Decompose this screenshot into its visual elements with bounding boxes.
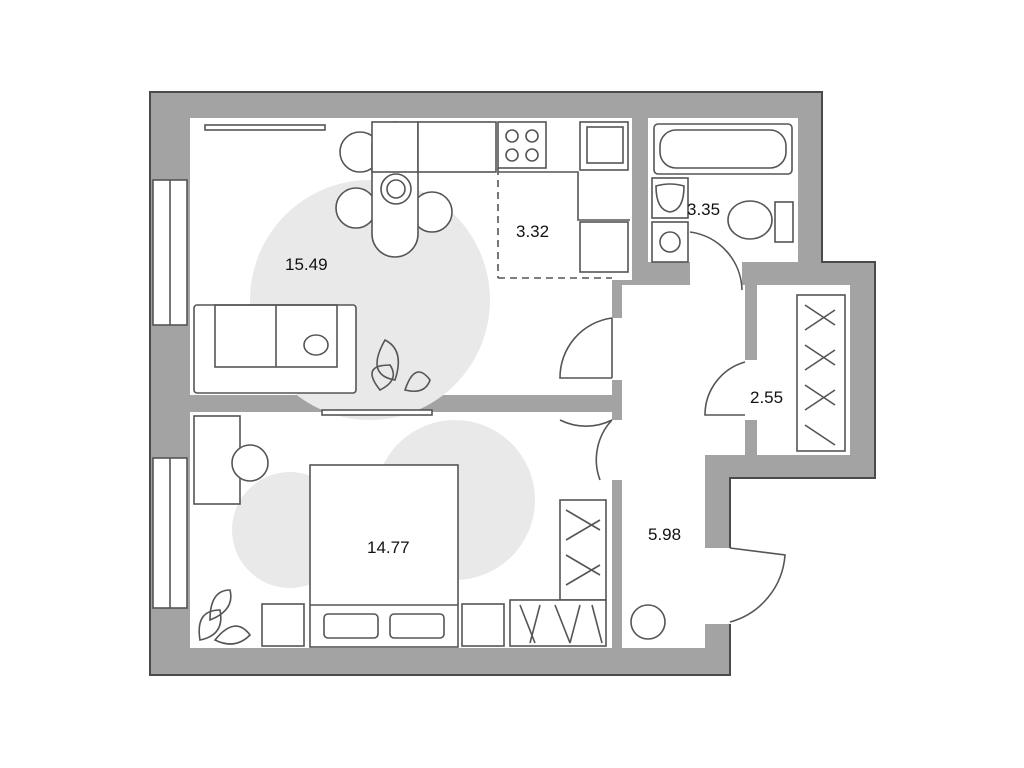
area-label-bedroom: 14.77 [367, 538, 410, 557]
doors[interactable] [559, 231, 786, 623]
area-label-hallway: 5.98 [648, 525, 681, 544]
bedroom-furniture [193, 415, 607, 648]
radiator [204, 124, 326, 131]
area-label-storage: 2.55 [750, 388, 783, 407]
windows [152, 179, 188, 609]
watermark: Новострой-М [835, 707, 993, 734]
bathroom-furniture [651, 123, 794, 263]
hallway-pouf [630, 604, 666, 640]
sofa [193, 304, 357, 394]
plant-icon [198, 338, 431, 645]
area-label-kitchen: 3.32 [516, 222, 549, 241]
radiator [321, 409, 433, 416]
kitchen-furniture [335, 121, 630, 279]
storage-shelves [796, 294, 846, 452]
area-label-living: 15.49 [285, 255, 328, 274]
area-label-bathroom: 3.35 [687, 200, 720, 219]
